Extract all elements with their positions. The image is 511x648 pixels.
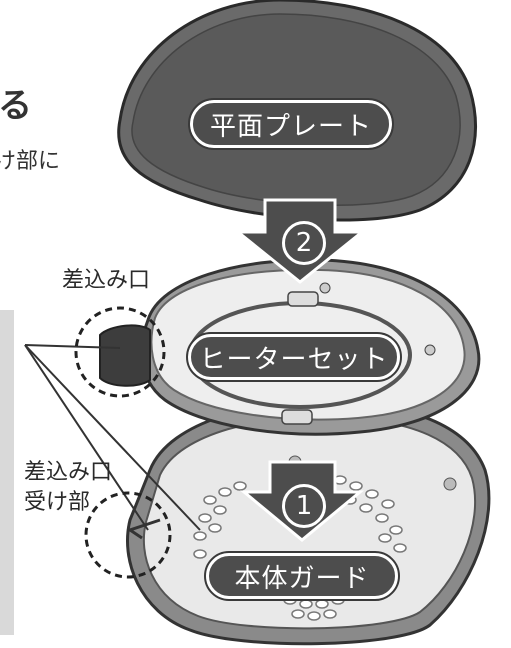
receiver-label-line2: 受け部	[24, 490, 91, 515]
heater-label: ヒーターセット	[186, 332, 402, 382]
receiver-detail-circle	[84, 491, 172, 579]
inlet-detail-circle	[74, 306, 166, 398]
inlet-label: 差込み口	[62, 268, 151, 293]
plate-label: 平面プレート	[188, 98, 394, 150]
callout-lines	[24, 344, 201, 531]
heading-fragment: る	[0, 86, 32, 126]
guard-label: 本体ガード	[204, 551, 400, 601]
receiver-label-line1: 差込み口	[24, 460, 113, 485]
receiver-arrow-icon	[126, 518, 161, 540]
description-fragment: け部に	[0, 149, 61, 174]
step-1-badge: 1	[282, 484, 326, 528]
step-2-badge: 2	[282, 221, 326, 265]
left-gray-panel	[0, 310, 14, 635]
